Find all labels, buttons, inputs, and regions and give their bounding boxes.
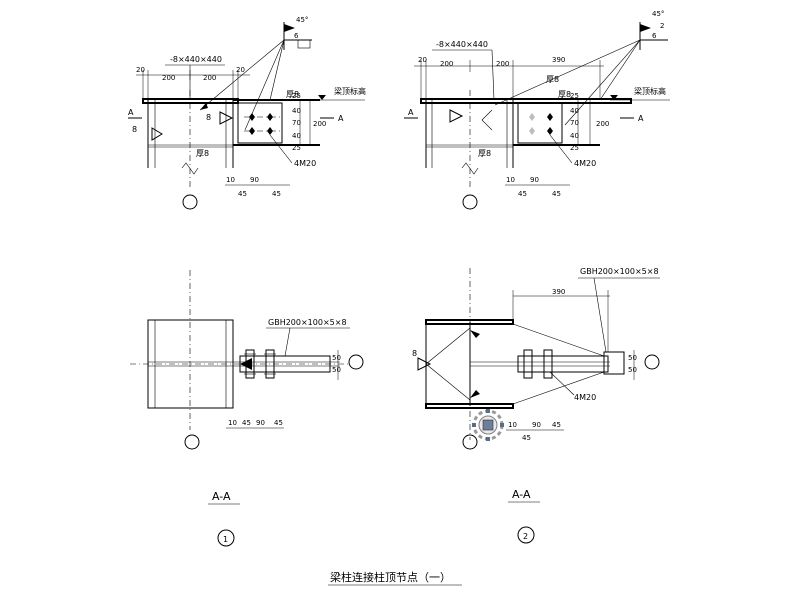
dim-200-vert-2: 200 (596, 120, 609, 128)
dim-70-2: 70 (570, 119, 579, 127)
axis-circle-1 (182, 194, 198, 210)
section-title-1: A-A (212, 490, 231, 503)
dim-90-sec-2: 90 (532, 421, 541, 429)
thickness-label-bottom-2: 厚8 (478, 149, 491, 158)
dim-90-sec-1: 90 (256, 419, 265, 427)
weld-size-8-1: 8 (206, 113, 211, 122)
dim-50-b-2: 50 (628, 366, 637, 374)
dim-90-2: 90 (530, 176, 539, 184)
detail-number-circle-2 (517, 526, 535, 544)
axis-circle-2 (462, 194, 478, 210)
dim-10-2: 10 (506, 176, 515, 184)
dim-45-sec-b-2: 45 (552, 421, 561, 429)
thickness-label-top-2: 厚8 (546, 75, 559, 84)
axis-circle-bottom-2 (462, 434, 478, 450)
weld-angle-1: 45° (296, 16, 308, 24)
dim-200-vert-1: 200 (313, 120, 326, 128)
section-mark-right-2: A (638, 114, 644, 123)
detail-2-section: 8 GBH200×100×5×8 390 50 50 4M20 10 90 45… (412, 267, 660, 544)
weld-size-flag-1: 6 (294, 32, 299, 40)
bolt-label-2: 4M20 (574, 159, 596, 168)
bolt-label-sec-2: 4M20 (574, 393, 596, 402)
dim-200-b-1: 200 (203, 74, 216, 82)
dim-10-sec-2: 10 (508, 421, 517, 429)
detail-1-section: GBH200×100×5×8 50 50 10 45 90 45 A-A 1 (130, 270, 364, 547)
detail-1-elevation: A A 8 8 45° 6 厚8 厚8 -8×440×440 20 (128, 16, 366, 210)
detail-number-2: 2 (523, 532, 528, 541)
dim-40-b-1: 40 (292, 132, 301, 140)
section-mark-left-1: A (128, 108, 134, 117)
dim-390-2: 390 (552, 56, 565, 64)
dim-45-sec-a-2: 45 (522, 434, 531, 442)
section-title-2: A-A (512, 488, 531, 501)
beam-top-elevation-2: 梁顶标高 (634, 86, 666, 96)
dim-45-b-2: 45 (552, 190, 561, 198)
dim-50-a-1: 50 (332, 354, 341, 362)
bolt-label-1: 4M20 (294, 159, 316, 168)
dim-45-b-1: 45 (272, 190, 281, 198)
selection-gizmo[interactable] (472, 409, 504, 441)
dim-40-a-2: 40 (570, 107, 579, 115)
weld-size-left-1: 8 (132, 125, 137, 134)
detail-number-circle-1 (217, 529, 235, 547)
dim-20-right-1: 20 (236, 66, 245, 74)
dim-25-bottom-2: 25 (570, 144, 579, 152)
dim-45-sec-b-1: 45 (274, 419, 283, 427)
dim-45-a-1: 45 (238, 190, 247, 198)
weld-size-flag-2b: 6 (652, 32, 657, 40)
dim-25-top-1: 25 (292, 92, 301, 100)
profile-label-2: GBH200×100×5×8 (580, 267, 659, 276)
dim-20-left-1: 20 (136, 66, 145, 74)
axis-circle-right-2 (644, 354, 660, 370)
dim-45-sec-a-1: 45 (242, 419, 251, 427)
thickness-label-mid-2: 厚8 (558, 90, 571, 99)
dim-45-a-2: 45 (518, 190, 527, 198)
weld-size-sec-2: 8 (412, 349, 417, 358)
dim-10-1: 10 (226, 176, 235, 184)
dim-200-b-2: 200 (496, 60, 509, 68)
section-mark-right-1: A (338, 114, 344, 123)
dim-10-sec-1: 10 (228, 419, 237, 427)
drawing-title: 梁柱连接柱顶节点（一） (330, 570, 451, 584)
section-mark-left-2: A (408, 108, 414, 117)
beam-top-elevation-1: 梁顶标高 (334, 86, 366, 96)
dim-50-a-2: 50 (628, 354, 637, 362)
dim-20-left-2: 20 (418, 56, 427, 64)
axis-circle-right-1 (348, 354, 364, 370)
plate-size-label-2: -8×440×440 (436, 40, 488, 49)
axis-circle-bottom-1 (184, 434, 200, 450)
weld-size-flag-2a: 2 (660, 22, 664, 30)
dim-200-a-1: 200 (162, 74, 175, 82)
dim-40-b-2: 40 (570, 132, 579, 140)
dim-25-top-2: 25 (570, 92, 579, 100)
thickness-label-bottom-1: 厚8 (196, 149, 209, 158)
profile-label-1: GBH200×100×5×8 (268, 318, 347, 327)
thickness-label-top-1: 厚8 (286, 90, 299, 99)
detail-number-1: 1 (223, 535, 228, 544)
dim-200-a-2: 200 (440, 60, 453, 68)
dim-50-b-1: 50 (332, 366, 341, 374)
dim-70-1: 70 (292, 119, 301, 127)
dim-25-bottom-1: 25 (292, 144, 301, 152)
dim-90-1: 90 (250, 176, 259, 184)
dim-40-a-1: 40 (292, 107, 301, 115)
dim-390-sec-2: 390 (552, 288, 565, 296)
detail-2-elevation: A A 45° 2 6 厚8 厚8 厚8 -8×440×440 20 200 2… (404, 10, 670, 210)
plate-size-label-1: -8×440×440 (170, 55, 222, 64)
weld-angle-2: 45° (652, 10, 664, 18)
